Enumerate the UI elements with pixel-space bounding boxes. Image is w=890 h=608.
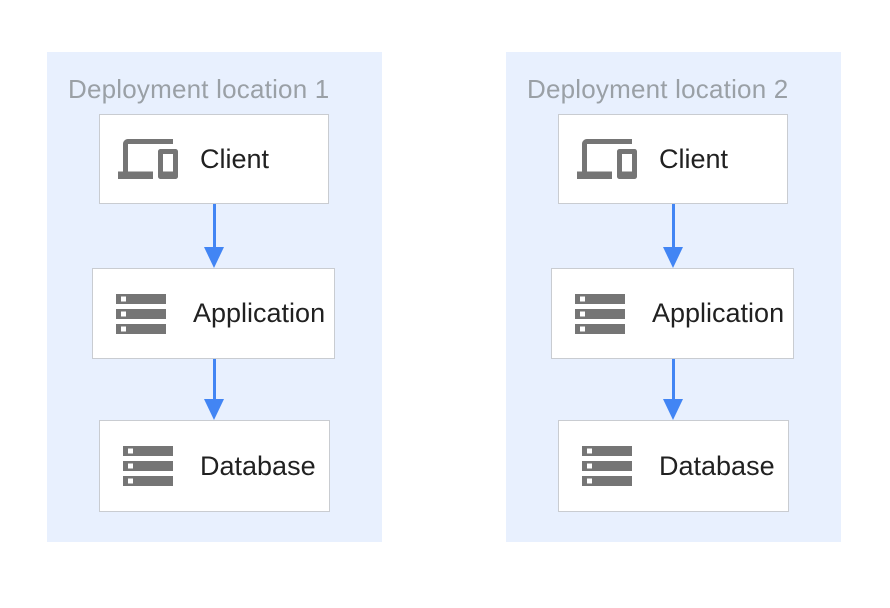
database-node: Database bbox=[558, 420, 789, 512]
storage-icon bbox=[111, 284, 171, 344]
database-node: Database bbox=[99, 420, 330, 512]
node-label: Application bbox=[193, 298, 326, 328]
arrow-client-to-application bbox=[203, 204, 225, 268]
arrowhead-icon bbox=[663, 247, 683, 268]
arrow-client-to-application bbox=[662, 204, 684, 268]
client-node: Client bbox=[558, 114, 788, 204]
arrow-shaft bbox=[212, 359, 216, 400]
client-node: Client bbox=[99, 114, 329, 204]
arrow-shaft bbox=[671, 204, 675, 248]
arrow-application-to-database bbox=[203, 359, 225, 420]
node-label: Database bbox=[659, 450, 775, 481]
devices-icon bbox=[577, 129, 637, 189]
storage-icon bbox=[118, 436, 178, 496]
arrowhead-icon bbox=[204, 399, 224, 420]
storage-icon bbox=[570, 284, 630, 344]
node-label: Application bbox=[652, 298, 785, 328]
arrowhead-icon bbox=[663, 399, 683, 420]
arrow-application-to-database bbox=[662, 359, 684, 420]
panel-title: Deployment location 2 bbox=[527, 74, 789, 104]
application-node: Application bbox=[92, 268, 335, 359]
arrow-shaft bbox=[212, 204, 216, 248]
deployment-location-1-panel: Deployment location 1 Client Application bbox=[47, 52, 382, 542]
panel-title: Deployment location 1 bbox=[68, 74, 330, 104]
deployment-location-2-panel: Deployment location 2 Client Application bbox=[506, 52, 841, 542]
node-label: Database bbox=[200, 450, 316, 481]
application-node: Application bbox=[551, 268, 794, 359]
arrow-shaft bbox=[671, 359, 675, 400]
node-label: Client bbox=[200, 143, 270, 174]
node-label: Client bbox=[659, 143, 729, 174]
devices-icon bbox=[118, 129, 178, 189]
storage-icon bbox=[577, 436, 637, 496]
arrowhead-icon bbox=[204, 247, 224, 268]
